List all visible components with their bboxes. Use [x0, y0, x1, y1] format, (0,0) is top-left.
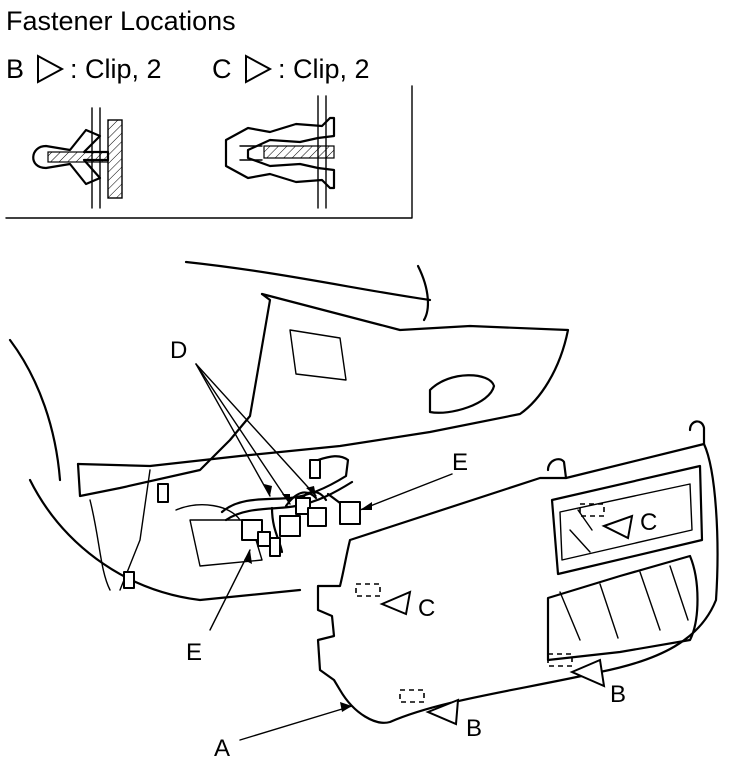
arrowhead-icon	[282, 494, 290, 504]
mounting-tab	[123, 571, 135, 589]
legend-clip-c: C : Clip, 2	[212, 54, 370, 84]
arrowhead-icon	[244, 550, 252, 564]
arrowhead-icon	[306, 486, 316, 496]
callout-d: D	[170, 337, 187, 364]
vehicle-dash-outline	[8, 260, 570, 602]
triangle-marker-icon	[425, 698, 460, 726]
callout-b-right: B	[610, 681, 626, 708]
clip-position-c-left	[355, 583, 381, 597]
clip-position-c-right	[579, 503, 605, 517]
arrowhead-icon	[340, 702, 352, 712]
clip-b-detail	[32, 107, 123, 209]
mounting-tab	[157, 483, 169, 503]
leader-lines	[195, 363, 453, 741]
connector	[307, 507, 327, 527]
arrowhead-icon	[264, 484, 272, 496]
diagram-title: Fastener Locations	[6, 6, 236, 36]
connector	[339, 501, 361, 525]
clip-position-b-right	[547, 653, 573, 667]
triangle-marker-icon	[37, 54, 65, 84]
inset-frame	[5, 85, 413, 219]
connector	[269, 537, 281, 557]
triangle-marker-icon	[569, 658, 606, 688]
wiring-harness	[220, 455, 361, 557]
triangle-marker-icon	[245, 54, 273, 84]
arrowhead-icon	[360, 502, 372, 510]
callout-e-lower: E	[186, 639, 202, 666]
mounting-tab	[309, 459, 321, 479]
connector	[279, 515, 301, 537]
triangle-marker-icon	[379, 590, 412, 616]
legend-b-description: : Clip, 2	[70, 54, 162, 84]
connector	[295, 497, 311, 515]
legend-c-description: : Clip, 2	[278, 54, 370, 84]
legend-clip-b: B : Clip, 2	[6, 54, 162, 84]
callout-a: A	[214, 735, 230, 762]
connector	[257, 531, 271, 547]
legend-c-letter: C	[212, 54, 232, 84]
callout-e-upper: E	[452, 449, 468, 476]
callout-c-left: C	[418, 595, 435, 622]
lower-dash-cover-panel	[316, 420, 719, 724]
triangle-marker-icon	[601, 514, 634, 540]
clip-position-b-left	[399, 689, 425, 703]
callout-b-left: B	[466, 715, 482, 742]
clip-c-detail	[224, 95, 336, 209]
legend-b-letter: B	[6, 54, 24, 84]
callout-c-right: C	[640, 509, 657, 536]
